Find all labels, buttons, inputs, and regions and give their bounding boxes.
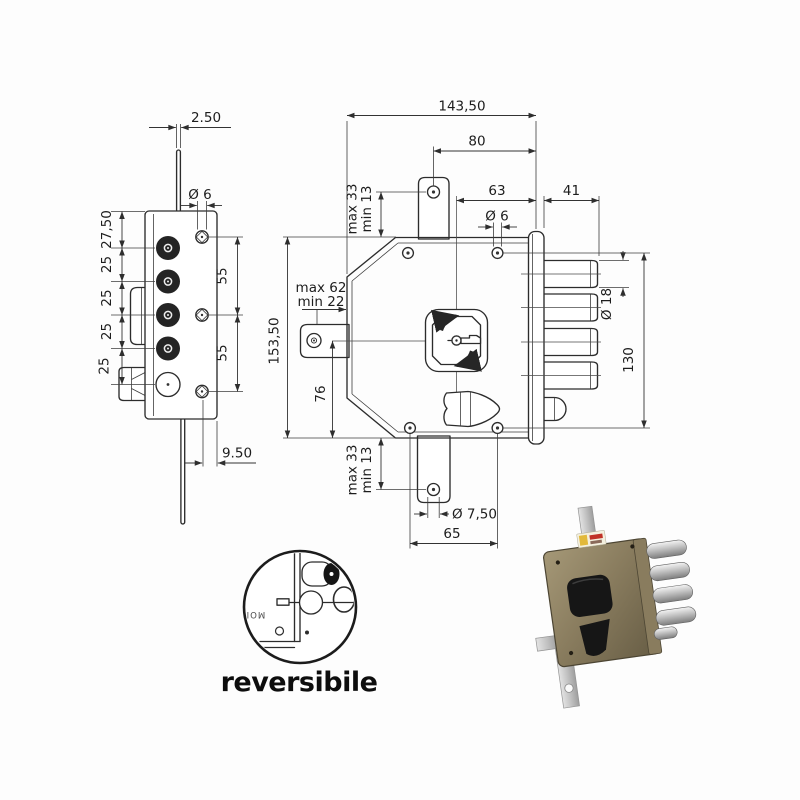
bottom-mounting-tab xyxy=(416,435,451,504)
dim-label-bolt-throw: 41 xyxy=(563,183,580,199)
dim-label-side-hole-dia: Ø 6 xyxy=(188,187,212,203)
left-mounting-tab xyxy=(299,323,350,359)
dim-chain-55: 55 55 xyxy=(209,236,243,392)
dim-label-overall-width: 143,50 xyxy=(438,99,485,115)
bolt-center-lines xyxy=(521,273,601,376)
dim-screw-hole-dia: Ø 6 xyxy=(478,209,517,247)
dim-label-overall-height: 153,50 xyxy=(267,317,283,364)
latch-front xyxy=(543,396,567,422)
rotation-arrow-up xyxy=(431,309,460,333)
detail-screw-dot xyxy=(305,630,309,635)
side-view-drawing: 2.50 Ø 6 27,50 25 25 25 25 xyxy=(97,110,256,525)
dim-label-bolt-diameter: Ø 18 xyxy=(599,288,615,320)
photo-bolts xyxy=(646,539,697,640)
dim-hole-spacing-130: 130 xyxy=(503,252,650,429)
dim-label-hole-spacing-1: 55 xyxy=(215,267,231,284)
dim-label-rod-diameter: 2.50 xyxy=(191,110,221,126)
latch-end-side xyxy=(155,371,181,398)
dim-label-tab-to-bottom: 76 xyxy=(313,385,329,402)
key-bit xyxy=(460,334,482,345)
rotation-arrow-down xyxy=(453,348,482,372)
photo-brand-label xyxy=(576,530,607,549)
photo-keyhole-cover xyxy=(567,574,613,617)
dim-axis-to-edge: 63 xyxy=(456,183,536,204)
dim-rod-diameter: 2.50 xyxy=(149,110,231,148)
detail-view: MOIA reversibile xyxy=(221,549,378,698)
dim-label-hole-spacing-130: 130 xyxy=(621,347,637,373)
product-photo xyxy=(535,505,697,709)
dim-edge-offset: 9.50 xyxy=(184,400,256,467)
vertical-rod-bottom xyxy=(180,417,186,525)
photo-thumb-knob xyxy=(579,618,610,656)
deadbolts-front xyxy=(543,259,599,390)
body-screw-holes xyxy=(401,246,504,435)
dim-label-top-tab-min: min 13 xyxy=(359,186,375,233)
dim-bottom-tab-adjust: max 33 min 13 xyxy=(345,438,426,496)
faceplate-front xyxy=(527,230,545,445)
front-view-drawing: 143,50 80 63 41 Ø 6 max 33 min xyxy=(267,99,650,549)
dim-label-bottom-tab-min: min 13 xyxy=(359,447,375,494)
dim-label-pitch-2: 25 xyxy=(99,289,115,306)
dim-bottom-hole-dia: Ø 7,50 xyxy=(414,497,497,523)
dim-tab-hole-to-edge: 80 xyxy=(433,134,536,186)
dim-label-edge-offset: 9.50 xyxy=(222,446,252,462)
dim-overall-width: 143,50 xyxy=(346,99,537,274)
dim-top-tab-adjust: max 33 min 13 xyxy=(345,184,426,237)
cover-plate-inner-edge xyxy=(351,242,528,433)
dim-label-left-tab-max: max 62 xyxy=(296,280,347,296)
detail-key xyxy=(276,586,354,615)
bolt-ends-side xyxy=(156,236,180,361)
dim-label-top-offset: 27,50 xyxy=(99,210,115,249)
dim-label-tab-hole-to-edge: 80 xyxy=(468,134,485,150)
dim-label-hole-spacing-2: 55 xyxy=(215,344,231,361)
dim-tab-to-bottom: 76 xyxy=(313,341,336,438)
dim-bolt-throw: 41 xyxy=(543,183,600,256)
thumb-knob-front xyxy=(443,390,501,428)
detail-screw-hole xyxy=(274,626,285,636)
dim-label-bottom-tab-max: max 33 xyxy=(345,445,361,496)
dim-label-pitch-3: 25 xyxy=(99,323,115,340)
dim-left-tab-adjust: max 62 min 22 xyxy=(296,280,347,324)
dim-side-hole-diameter: Ø 6 xyxy=(181,187,222,230)
dim-label-screw-hole-dia: Ø 6 xyxy=(485,209,509,225)
dim-overall-height: 153,50 xyxy=(267,236,396,439)
dim-label-pitch-1: 25 xyxy=(99,256,115,273)
top-mounting-tab xyxy=(417,176,450,240)
dim-bottom-hole-span: 65 xyxy=(409,434,498,549)
caption-reversibile: reversibile xyxy=(221,667,378,698)
dim-label-bottom-hole-dia: Ø 7,50 xyxy=(452,507,497,523)
escutcheon-side-profile xyxy=(129,286,147,346)
faceplate-screw-holes xyxy=(195,230,209,399)
detail-cylinder xyxy=(301,561,340,587)
vertical-rod-top xyxy=(175,149,182,213)
cylinder-keyhole xyxy=(424,308,489,373)
dim-label-left-tab-min: min 22 xyxy=(298,294,345,310)
dim-label-top-tab-max: max 33 xyxy=(345,184,361,235)
knob-side-profile xyxy=(118,366,147,402)
axis-center-lines xyxy=(332,196,457,392)
dim-label-bottom-hole-span: 65 xyxy=(443,526,460,542)
brand-stamp-text: MOIA xyxy=(239,609,265,619)
dim-label-axis-to-edge: 63 xyxy=(488,183,505,199)
dim-label-pitch-4: 25 xyxy=(97,357,113,374)
photo-screws xyxy=(555,544,635,656)
photo-latch-bolt xyxy=(654,626,678,640)
dim-bolt-diameter: Ø 18 xyxy=(599,251,629,320)
dim-chain-left: 27,50 25 25 25 25 xyxy=(97,210,155,385)
